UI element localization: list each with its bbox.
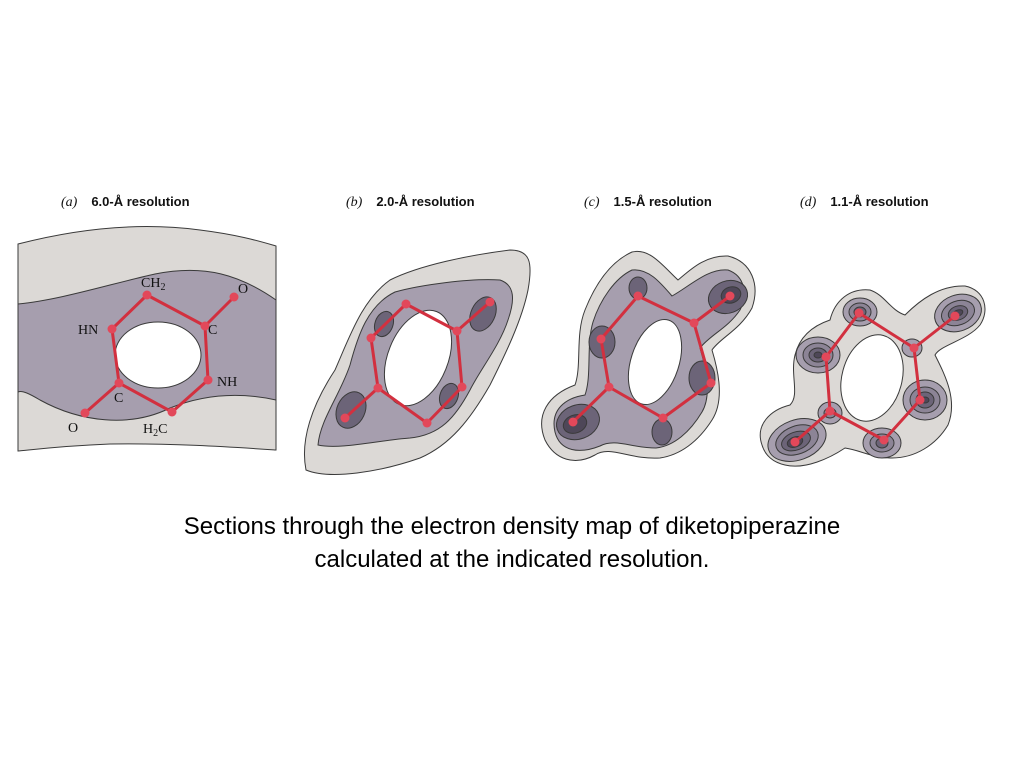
atom-label-nh: NH [217,375,237,390]
ring-cavity [840,334,904,422]
molecule-atoms [80,290,239,418]
atom-label-c-right: C [208,323,217,338]
panel-b-density-map [303,249,531,475]
panel-a-resolution: 6.0-Å resolution [91,194,190,209]
caption-line-1: Sections through the electron density ma… [183,513,841,540]
panel-d-resolution: 1.1-Å resolution [830,194,929,209]
atom-label-ch2: CH2 [141,276,165,293]
panel-d-letter: (d) [800,195,817,210]
panel-a-density-map: CH2 O HN C NH C O H2C [17,225,277,452]
panel-d-label: (d) 1.1-Å resolution [800,194,929,214]
panel-c-density-map [541,250,756,461]
figure-caption: Sections through the electron density ma… [0,510,1024,576]
density-peak [438,382,460,410]
panel-b-letter: (b) [346,195,363,210]
molecule-atoms [340,297,495,428]
ring-cavity [114,321,202,389]
atom-label-h2c: H2C [143,422,167,439]
panel-c-letter: (c) [584,195,600,210]
panel-a-label: (a) 6.0-Å resolution [61,194,190,214]
panel-b-label: (b) 2.0-Å resolution [346,194,475,214]
panel-c-resolution: 1.5-Å resolution [613,194,712,209]
atom-label-o-bottom: O [68,421,78,436]
molecule-atoms [790,308,960,447]
caption-line-2: calculated at the indicated resolution. [314,546,710,573]
atom-label-hn: HN [78,323,98,338]
ring-cavity [627,319,683,405]
panel-d-density-map [759,285,986,467]
molecule-atoms [568,291,735,427]
atom-label-o-top: O [238,282,248,297]
panel-c-label: (c) 1.5-Å resolution [584,194,712,214]
panel-b-resolution: 2.0-Å resolution [376,194,475,209]
panel-a-letter: (a) [61,195,78,210]
atom-label-c-left: C [114,391,123,406]
density-peak [651,418,673,446]
